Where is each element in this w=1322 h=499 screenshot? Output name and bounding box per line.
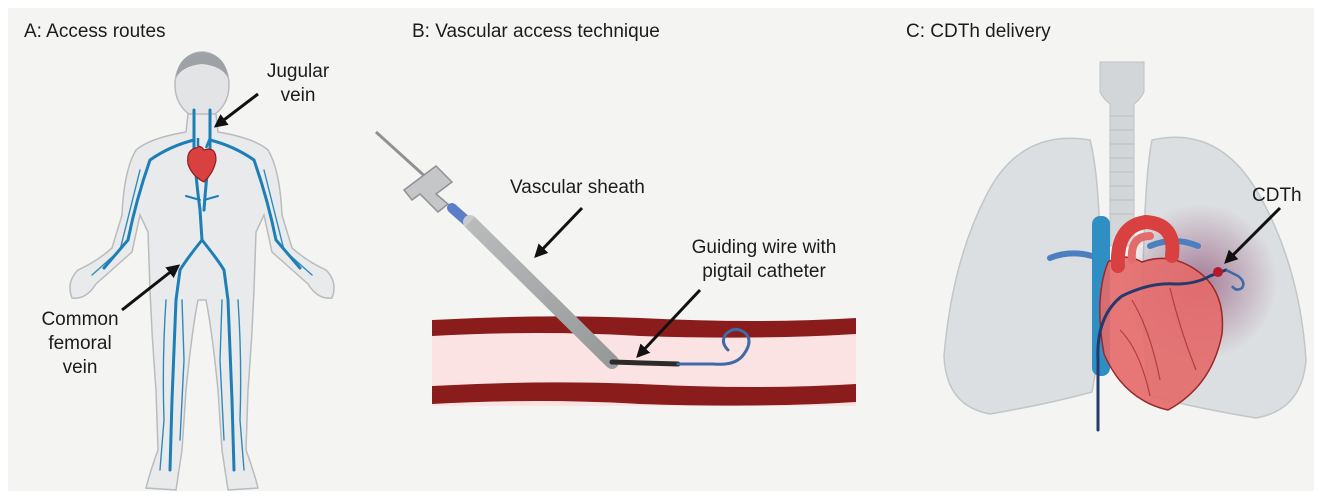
panel-a-title: A: Access routes — [24, 21, 166, 43]
human-body-figure — [70, 52, 334, 490]
sheath-arrow — [536, 208, 582, 256]
common-femoral-vein-label: Common femoral vein — [30, 308, 130, 380]
panel-c-title: C: CDTh delivery — [906, 21, 1051, 43]
jugular-vein-label: Jugular vein — [254, 60, 342, 108]
panel-b-title: B: Vascular access technique — [412, 21, 660, 43]
guiding-wire-label: Guiding wire with pigtail catheter — [658, 236, 870, 284]
vascular-sheath-label: Vascular sheath — [510, 176, 645, 200]
cdth-label: CDTh — [1252, 184, 1302, 208]
